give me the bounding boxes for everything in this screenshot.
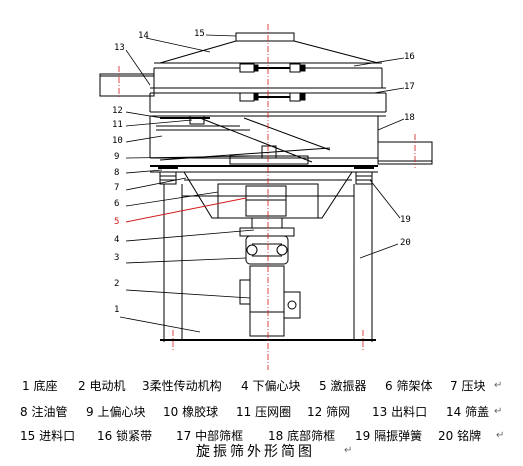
leader-lines [119, 34, 405, 333]
legend-row: 8 注油管 9 上偏心块 10 橡胶球 11 压网圈 12 筛网 13 出料口 … [0, 404, 523, 420]
legend-row: 15 进料口 16 锁紧带 17 中部筛框 18 底部筛框 19 隔振弹簧 20… [0, 428, 523, 444]
callout-2: 2 [114, 279, 119, 289]
legend-item: 14 筛盖 [446, 405, 490, 419]
spring-left [159, 171, 177, 185]
legend-item: 12 筛网 [307, 405, 351, 419]
legend-item: 5 激振器 [319, 379, 367, 393]
callout-11: 11 [112, 120, 123, 130]
callout-9: 9 [114, 152, 119, 162]
callout-6: 6 [114, 199, 119, 209]
callout-16: 16 [404, 52, 415, 62]
outlet-right [377, 141, 433, 165]
figure-caption-row: 旋振筛外形简图 ↵ [0, 442, 523, 462]
callout-10: 10 [112, 136, 123, 146]
legend-item: 20 铭牌 [438, 429, 482, 443]
legend-row: 1 底座 2 电动机 3柔性传动机构 4 下偏心块 5 激振器 6 筛架体 7 … [0, 378, 523, 394]
callout-15: 15 [194, 29, 205, 39]
lock-band-middle [239, 92, 306, 102]
outlet-left [99, 73, 155, 97]
legend-item: 11 压网圈 [236, 405, 292, 419]
legend-item: 2 电动机 [78, 379, 126, 393]
callout-7: 7 [114, 183, 119, 193]
legend-item: 1 底座 [22, 379, 58, 393]
center-axes [118, 24, 416, 370]
line-end-mark: ↵ [496, 430, 505, 441]
lock-band-upper [239, 63, 306, 73]
callout-18: 18 [404, 113, 415, 123]
line-end-mark: ↵ [494, 380, 503, 391]
line-end-mark: ↵ [344, 445, 353, 456]
legend-item: 6 筛架体 [385, 379, 433, 393]
callout-4: 4 [114, 235, 119, 245]
line-end-mark: ↵ [494, 406, 503, 417]
legend-item: 4 下偏心块 [241, 379, 301, 393]
legend-item: 13 出料口 [372, 405, 428, 419]
callout-17: 17 [404, 82, 415, 92]
callout-labels: 1 2 3 4 5 6 7 8 9 10 11 12 13 14 15 16 1… [112, 29, 415, 315]
legend-item: 17 中部筛框 [176, 429, 244, 443]
callout-19: 19 [400, 215, 411, 225]
callout-8: 8 [114, 168, 119, 178]
spring-right [355, 171, 373, 185]
legend-item: 18 底部筛框 [268, 429, 336, 443]
callout-3: 3 [114, 253, 119, 263]
legend-item: 15 进料口 [20, 429, 76, 443]
figure-caption: 旋振筛外形简图 [196, 444, 315, 460]
callout-1: 1 [114, 305, 119, 315]
legend-item: 9 上偏心块 [86, 405, 146, 419]
sieve-drawing: 1 2 3 4 5 6 7 8 9 10 11 12 13 14 15 16 1… [99, 24, 433, 370]
legend-item: 3柔性传动机构 [142, 379, 222, 393]
legend-item: 19 隔振弹簧 [355, 429, 423, 443]
callout-20: 20 [400, 238, 411, 248]
legend-item: 8 注油管 [20, 405, 68, 419]
callout-12: 12 [112, 106, 123, 116]
callout-14: 14 [138, 31, 149, 41]
legend-item: 10 橡胶球 [163, 405, 219, 419]
callout-13: 13 [114, 43, 125, 53]
callout-5: 5 [114, 217, 119, 227]
legend-item: 16 锁紧带 [97, 429, 153, 443]
legend-item: 7 压块 [450, 379, 486, 393]
